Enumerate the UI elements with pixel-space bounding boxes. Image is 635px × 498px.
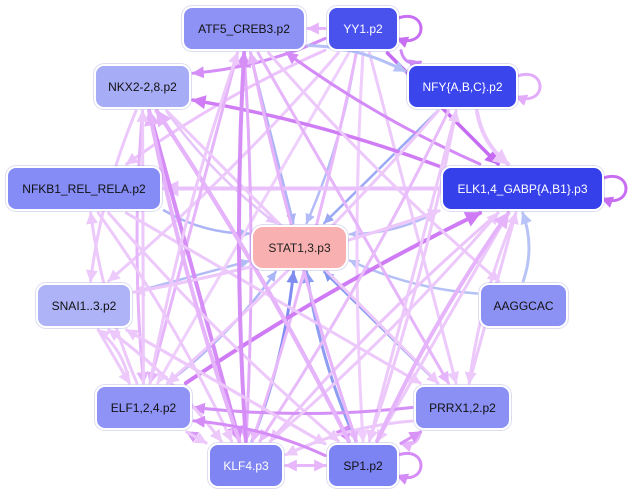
node-aaggcac[interactable]: AAGGCAC — [479, 283, 568, 328]
edge-yy1-to-prrx — [367, 51, 460, 385]
edge-sp1-to-nfy — [367, 109, 460, 443]
node-label: KLF4.p3 — [223, 458, 269, 473]
edge-atf5-to-nfy — [306, 43, 407, 73]
node-elf1-2-4[interactable]: ELF1,2,4.p2 — [95, 385, 192, 430]
edge-atf5-to-prrx — [256, 51, 450, 385]
node-label: PRRX1,2.p2 — [429, 400, 496, 415]
node-stat1-3[interactable]: STAT1,3.p3 — [251, 225, 348, 270]
edge-elf-to-nkx2 — [136, 109, 149, 385]
edge-elf-to-atf5 — [148, 51, 240, 385]
node-nfkb1-rel-rela[interactable]: NFKB1_REL_RELA.p2 — [6, 166, 162, 211]
edge-sp1-to-elf — [192, 415, 327, 457]
edge-sp1-to-prrx — [399, 430, 422, 445]
edge-klf4-to-atf5 — [235, 51, 252, 443]
node-label: NKX2-2,8.p2 — [108, 79, 177, 94]
node-label: AAGGCAC — [493, 298, 554, 313]
node-label: ATF5_CREB3.p2 — [198, 21, 290, 36]
node-label: ELK1,4_GABP{A,B1}.p3 — [457, 181, 588, 196]
edge-elk-to-atf5 — [285, 51, 482, 166]
node-klf4[interactable]: KLF4.p3 — [208, 443, 284, 488]
edge-yy1-to-elf — [156, 51, 351, 385]
edge-nfy-to-elk — [474, 109, 511, 166]
edge-sp1-to-snai — [125, 328, 327, 446]
self-loop-elk — [600, 175, 628, 208]
edge-prrx-to-klf4 — [284, 419, 414, 457]
edge-nfy-to-klf4 — [258, 109, 451, 443]
edge-atf5-to-aagg — [267, 51, 501, 283]
node-label: NFKB1_REL_RELA.p2 — [22, 181, 146, 196]
edge-aagg-to-elk — [520, 211, 533, 283]
node-label: NFY{A,B,C}.p2 — [422, 79, 503, 94]
self-loop-yy1 — [395, 15, 423, 48]
edge-nfy-to-sp1 — [366, 109, 458, 443]
node-label: STAT1,3.p3 — [268, 240, 331, 255]
node-nfy[interactable]: NFY{A,B,C}.p2 — [407, 64, 518, 109]
self-loop-sp1 — [395, 452, 423, 485]
node-atf5-creb3[interactable]: ATF5_CREB3.p2 — [182, 6, 306, 51]
edge-atf5-to-elf — [146, 51, 240, 385]
self-loop-nfy — [514, 73, 542, 106]
edge-nkx2-to-klf4 — [147, 109, 244, 443]
node-snai1-3[interactable]: SNAI1..3.p2 — [36, 283, 132, 328]
node-prrx1-2[interactable]: PRRX1,2.p2 — [414, 385, 511, 430]
edge-nfy-to-stat — [323, 109, 439, 225]
edge-elf-to-klf4 — [185, 430, 208, 445]
edge-snai-to-elf — [96, 328, 131, 385]
node-nkx2-2-8[interactable]: NKX2-2,8.p2 — [94, 64, 191, 109]
edge-klf4-to-snai — [107, 328, 223, 443]
edge-elf-to-elk — [183, 211, 483, 385]
edge-klf4-to-elk — [268, 211, 500, 443]
edge-sp1-to-elk — [375, 211, 511, 443]
edge-elk-to-sp1 — [375, 211, 510, 443]
node-label: ELF1,2,4.p2 — [110, 400, 177, 415]
node-sp1[interactable]: SP1.p2 — [327, 443, 399, 488]
node-yy1[interactable]: YY1.p2 — [327, 6, 399, 51]
edge-elf-to-snai — [96, 328, 131, 385]
edge-yy1-to-sp1 — [355, 51, 369, 443]
node-label: YY1.p2 — [343, 21, 383, 36]
node-label: SNAI1..3.p2 — [51, 298, 117, 313]
edge-klf4-to-nkx2 — [144, 109, 242, 443]
edge-nkx2-to-stat — [165, 109, 277, 225]
edge-sp1-to-nkx2 — [154, 109, 351, 443]
edge-yy1-to-nfy — [399, 49, 422, 71]
node-elk1-4-gabp[interactable]: ELK1,4_GABP{A,B1}.p3 — [441, 166, 604, 211]
node-label: SP1.p2 — [343, 458, 383, 473]
